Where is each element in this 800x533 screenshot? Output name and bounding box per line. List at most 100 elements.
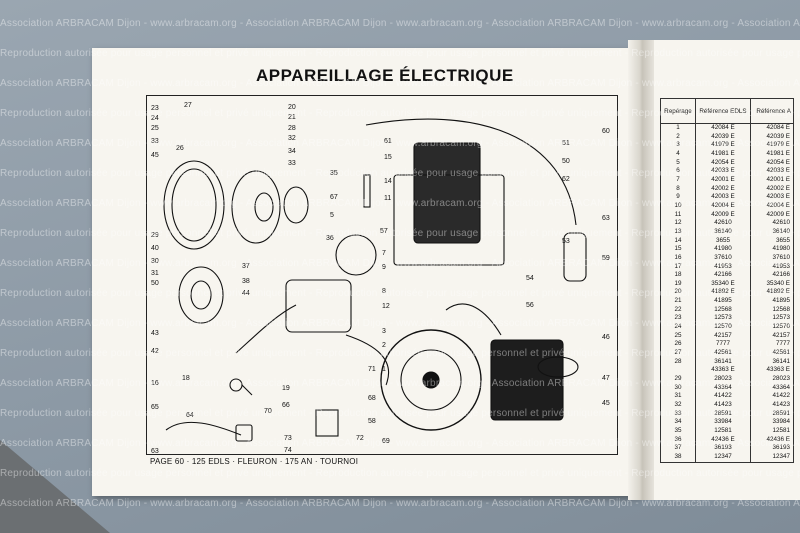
cell-ref-a: 42561 bbox=[750, 349, 794, 358]
cell-reperage: 3 bbox=[660, 141, 696, 150]
svg-text:7: 7 bbox=[382, 250, 386, 257]
page-title: APPAREILLAGE ÉLECTRIQUE bbox=[256, 66, 514, 85]
cell-ref-a: 42009 E bbox=[750, 210, 794, 220]
cell-reperage: 21 bbox=[660, 297, 696, 306]
cell-ref-edls: 43363 E bbox=[695, 366, 751, 376]
cell-ref-edls: 42033 E bbox=[695, 167, 751, 176]
cell-ref-a: 42039 E bbox=[750, 132, 794, 142]
cell-reperage: 13 bbox=[660, 227, 696, 237]
cell-ref-a: 43364 bbox=[750, 383, 794, 393]
cell-ref-edls: 36141 bbox=[695, 357, 751, 367]
plug-cap bbox=[235, 424, 253, 442]
cell-ref-edls: 41981 E bbox=[695, 149, 751, 159]
cell-ref-a: 28591 bbox=[750, 409, 794, 419]
svg-text:71: 71 bbox=[368, 366, 376, 373]
cell-reperage: 24 bbox=[660, 323, 696, 332]
table-header-row: Repérage Référence EDLS Référence A bbox=[660, 98, 794, 124]
svg-text:65: 65 bbox=[151, 404, 159, 411]
svg-text:37: 37 bbox=[242, 263, 250, 270]
svg-text:3: 3 bbox=[382, 328, 386, 335]
cell-ref-a: 12347 bbox=[750, 452, 794, 463]
svg-text:63: 63 bbox=[602, 215, 610, 222]
condenser bbox=[563, 232, 587, 282]
cell-ref-a: 41422 bbox=[750, 392, 794, 401]
cell-reperage: 1 bbox=[660, 123, 696, 133]
cell-reperage: 30 bbox=[660, 383, 696, 393]
cell-ref-edls: 28023 bbox=[695, 375, 751, 384]
cell-reperage: 7 bbox=[660, 175, 696, 185]
cell-reperage: 35 bbox=[660, 426, 696, 436]
svg-text:24: 24 bbox=[151, 115, 159, 122]
cell-ref-a: 41892 E bbox=[750, 288, 794, 298]
cell-reperage: 36 bbox=[660, 435, 696, 445]
cell-reperage: 38 bbox=[660, 452, 696, 463]
svg-text:18: 18 bbox=[182, 375, 190, 382]
cell-reperage: 15 bbox=[660, 245, 696, 254]
cell-ref-a: 42084 E bbox=[750, 123, 794, 133]
headlamp-rim bbox=[163, 160, 225, 250]
cell-ref-a: 42003 E bbox=[750, 193, 794, 202]
cell-reperage: 12 bbox=[660, 219, 696, 228]
col-header-ref-edls: Référence EDLS bbox=[695, 98, 751, 124]
svg-text:61: 61 bbox=[384, 138, 392, 145]
cell-ref-a: 12581 bbox=[750, 426, 794, 436]
svg-text:42: 42 bbox=[151, 348, 159, 355]
cell-reperage: 22 bbox=[660, 305, 696, 315]
cell-ref-edls: 42001 E bbox=[695, 175, 751, 185]
diagram-frame bbox=[146, 95, 618, 455]
svg-text:58: 58 bbox=[368, 418, 376, 425]
svg-text:44: 44 bbox=[242, 290, 250, 297]
cell-ref-a: 33984 bbox=[750, 418, 794, 427]
cell-ref-a: 36140 bbox=[750, 227, 794, 237]
cell-ref-a: 41980 bbox=[750, 245, 794, 254]
cell-ref-a: 41423 bbox=[750, 401, 794, 410]
svg-text:26: 26 bbox=[176, 145, 184, 152]
cell-reperage: 33 bbox=[660, 409, 696, 419]
svg-text:43: 43 bbox=[151, 330, 159, 337]
cell-ref-edls: 42157 bbox=[695, 331, 751, 341]
svg-text:56: 56 bbox=[526, 302, 534, 309]
cell-ref-edls: 41895 bbox=[695, 297, 751, 306]
svg-text:38: 38 bbox=[242, 278, 250, 285]
svg-text:59: 59 bbox=[602, 255, 610, 262]
cell-reperage: 14 bbox=[660, 236, 696, 246]
cell-reperage: 19 bbox=[660, 279, 696, 289]
cell-ref-edls: 43364 bbox=[695, 383, 751, 393]
cell-reperage: 25 bbox=[660, 331, 696, 341]
cell-ref-edls: 42610 bbox=[695, 219, 751, 228]
cell-ref-a: 42610 bbox=[750, 219, 794, 228]
cell-reperage: 9 bbox=[660, 193, 696, 202]
cell-ref-a: 42033 E bbox=[750, 167, 794, 176]
cell-ref-a: 37610 bbox=[750, 253, 794, 263]
cell-ref-edls: 42039 E bbox=[695, 132, 751, 142]
svg-text:62: 62 bbox=[562, 176, 570, 183]
cell-ref-edls: 42004 E bbox=[695, 201, 751, 211]
col-header-reperage: Repérage bbox=[660, 98, 696, 124]
svg-text:72: 72 bbox=[356, 435, 364, 442]
cell-ref-a: 12570 bbox=[750, 323, 794, 332]
cell-ref-a: 42002 E bbox=[750, 184, 794, 194]
cell-reperage: 26 bbox=[660, 340, 696, 350]
svg-text:50: 50 bbox=[562, 158, 570, 165]
